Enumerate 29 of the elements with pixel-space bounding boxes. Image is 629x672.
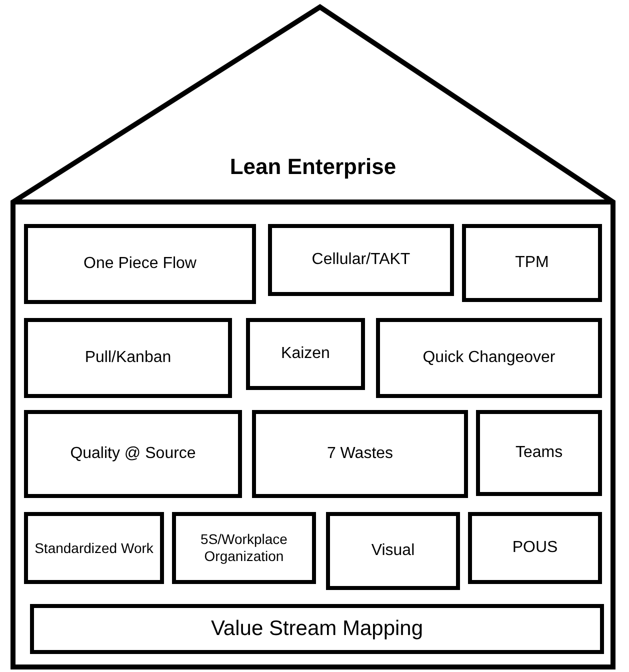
brick-box: [462, 224, 602, 302]
brick-box: [24, 410, 242, 498]
brick-label: Quick Changeover: [422, 348, 556, 368]
brick-box: [24, 512, 164, 584]
brick-box: [476, 410, 602, 496]
brick-label: Kaizen: [281, 344, 330, 364]
brick-label: 7 Wastes: [326, 444, 394, 464]
brick-label: POUS: [512, 538, 558, 558]
brick-label: Cellular/TAKT: [312, 250, 410, 270]
brick-label: 5S/Workplace Organization: [200, 531, 288, 565]
brick-label: Quality @ Source: [70, 444, 196, 464]
roof-title: Lean Enterprise: [228, 154, 398, 180]
brick-label: Standardized Work: [34, 540, 154, 556]
brick-box: [468, 512, 602, 584]
brick-box: [172, 512, 316, 584]
brick-box: [268, 224, 454, 296]
brick-box: [30, 604, 604, 654]
brick-label: Value Stream Mapping: [210, 616, 424, 642]
brick-box: [376, 318, 602, 398]
brick-box: [252, 410, 468, 498]
brick-box: [326, 512, 460, 590]
brick-label: Visual: [371, 541, 415, 561]
brick-label: Pull/Kanban: [84, 348, 172, 368]
brick-box: [246, 318, 365, 390]
brick-label: Teams: [515, 443, 563, 463]
brick-label: TPM: [515, 253, 549, 273]
brick-box: [24, 224, 256, 304]
brick-label: One Piece Flow: [84, 254, 196, 274]
brick-box: [24, 318, 232, 398]
